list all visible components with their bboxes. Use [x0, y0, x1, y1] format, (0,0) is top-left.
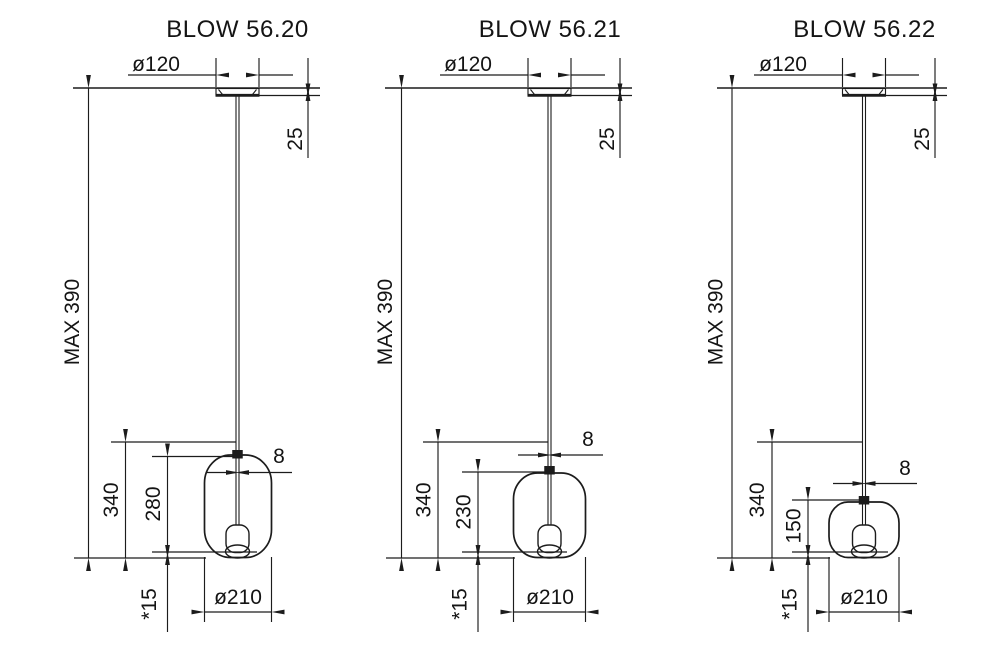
dim-max-suspension-label: MAX 390	[61, 279, 84, 365]
inner-bulb	[224, 524, 251, 559]
suspension-stem	[235, 95, 240, 525]
dim-canopy-diameter-label: ø120	[759, 53, 807, 76]
dim-fixture-height-label: 340	[412, 482, 435, 517]
dim-cage-height-label: 150	[782, 508, 805, 543]
ceiling-canopy	[841, 87, 887, 97]
dim-cage-height: 280	[142, 443, 239, 565]
dim-max-suspension: MAX 390	[374, 75, 404, 571]
dim-stem-diameter: 8	[833, 457, 917, 486]
stem-fitting	[232, 450, 243, 459]
suspension-stem	[861, 95, 867, 525]
panel-blow-56-20: BLOW 56.20 ø120 25 MAX 390	[61, 16, 320, 632]
dim-canopy-height: 25	[596, 58, 623, 158]
dim-canopy-diameter: ø120	[128, 53, 293, 87]
dim-canopy-height: 25	[284, 58, 311, 158]
dim-shade-diameter: ø210	[500, 557, 599, 622]
dim-max-suspension-label: MAX 390	[374, 279, 397, 365]
dim-fixture-height: 340	[412, 429, 548, 571]
dim-stem-diameter-label: 8	[582, 428, 594, 451]
dim-canopy-height-label: 25	[596, 127, 619, 150]
dim-fixture-height: 340	[746, 429, 863, 571]
dim-max-suspension: MAX 390	[61, 75, 91, 571]
dim-fixture-height-label: 340	[746, 482, 769, 517]
dim-shade-diameter: ø210	[816, 557, 912, 622]
dim-max-suspension-label: MAX 390	[704, 279, 727, 365]
dim-shade-diameter: ø210	[191, 557, 285, 622]
dim-cage-height: 150	[782, 487, 866, 565]
stem-fitting	[544, 466, 555, 475]
dim-stem-diameter-label: 8	[273, 445, 285, 468]
dim-canopy-height: 25	[911, 58, 938, 158]
dim-canopy-height-label: 25	[284, 127, 307, 150]
glass-shade	[828, 501, 900, 559]
dim-fixture-height-label: 340	[100, 482, 123, 517]
dim-bulb-protrusion: *15	[778, 545, 811, 632]
panel-title: BLOW 56.20	[166, 16, 308, 43]
dim-fixture-height: 340	[100, 429, 236, 571]
ceiling-canopy	[527, 87, 572, 97]
inner-bulb	[850, 524, 878, 559]
panel-blow-56-22: BLOW 56.22 ø120 25 MAX 390	[704, 16, 947, 632]
dim-canopy-diameter: ø120	[440, 53, 605, 87]
dim-shade-diameter-label: ø210	[526, 586, 574, 609]
panel-title: BLOW 56.21	[479, 16, 621, 43]
dim-stem-diameter: 8	[207, 445, 292, 475]
suspension-stem	[547, 95, 552, 525]
dim-canopy-diameter-label: ø120	[132, 53, 180, 76]
dim-cage-height: 230	[452, 459, 551, 565]
dim-canopy-diameter-label: ø120	[444, 53, 492, 76]
inner-bulb	[536, 524, 563, 559]
glass-shade	[203, 454, 273, 559]
dim-stem-diameter-label: 8	[899, 457, 911, 480]
dim-shade-diameter-label: ø210	[840, 586, 888, 609]
dim-bulb-protrusion: *15	[138, 545, 170, 632]
dim-shade-diameter-label: ø210	[214, 586, 262, 609]
dim-bulb-protrusion-label: *15	[448, 588, 471, 620]
panel-title: BLOW 56.22	[793, 16, 935, 43]
dim-bulb-protrusion-label: *15	[138, 588, 161, 620]
dim-bulb-protrusion-label: *15	[778, 588, 801, 620]
dim-bulb-protrusion: *15	[448, 545, 481, 632]
dim-cage-height-label: 280	[142, 486, 165, 521]
dim-canopy-diameter: ø120	[754, 53, 919, 87]
dim-cage-height-label: 230	[452, 494, 475, 529]
stem-fitting	[858, 496, 870, 505]
dim-max-suspension: MAX 390	[704, 75, 735, 571]
panel-blow-56-21: BLOW 56.21 ø120 25 MAX 390	[374, 16, 632, 632]
dim-canopy-height-label: 25	[911, 127, 934, 150]
dim-stem-diameter: 8	[518, 428, 603, 458]
ceiling-canopy	[215, 87, 260, 97]
